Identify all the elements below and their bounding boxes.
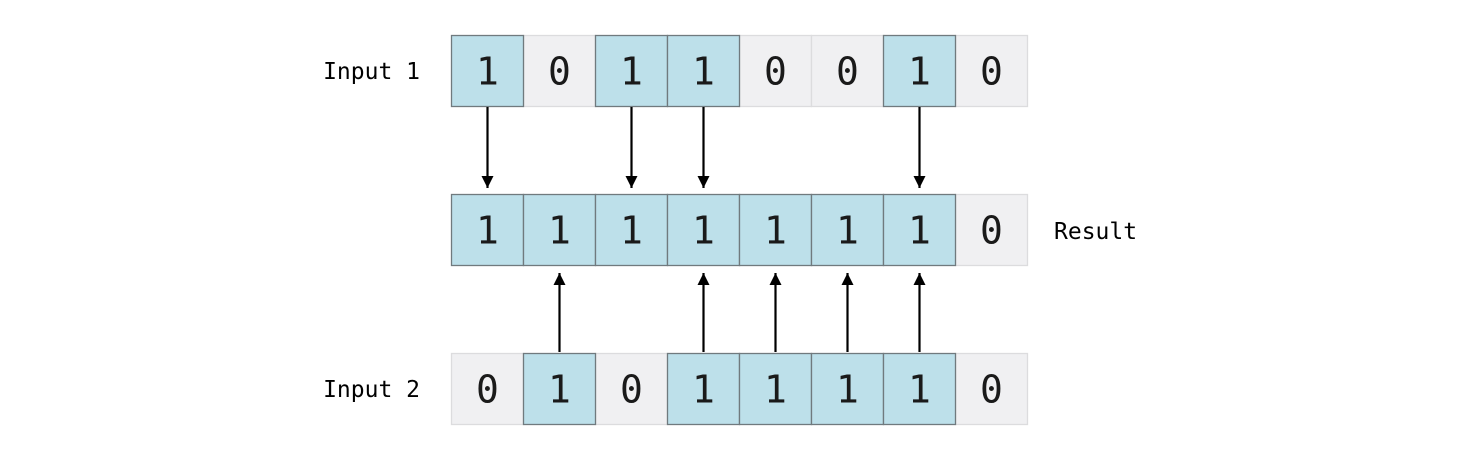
result-bit-box (666, 193, 741, 267)
input-2-bit-value: 0 (476, 368, 499, 412)
input-2-bit-cell: 1 (666, 352, 741, 426)
input-1-bit-box (666, 34, 741, 108)
input-1-bit-value: 0 (764, 50, 787, 94)
input-1-bit-value: 0 (980, 50, 1003, 94)
input-1-bit-box (738, 34, 813, 108)
arrows (481, 107, 926, 352)
result-bit-box (882, 193, 957, 267)
input-1-bit-box (594, 34, 669, 108)
input-2-bit-box (882, 352, 957, 426)
result-bit-cell: 1 (882, 193, 957, 267)
result-label: Result (1054, 219, 1137, 245)
bit-cells: 0 0 0 0 1 1 1 1 0 1 1 1 1 1 1 1 0 0 0 1 1 1 1 1 (450, 34, 1029, 426)
result-bit-cell: 1 (522, 193, 597, 267)
input-1-bit-value: 0 (836, 50, 859, 94)
input-2-bit-box (522, 352, 597, 426)
input-2-bit-box (450, 352, 525, 426)
input-2-bit-cell: 0 (450, 352, 525, 426)
input-2-bit-cell: 1 (522, 352, 597, 426)
input-1-bit-value: 1 (692, 50, 715, 94)
input-1-bit-box (450, 34, 525, 108)
input-2-bit-cell: 1 (738, 352, 813, 426)
result-bit-value: 0 (980, 209, 1003, 253)
result-bit-value: 1 (692, 209, 715, 253)
result-bit-value: 1 (548, 209, 571, 253)
input-2-bit-value: 1 (692, 368, 715, 412)
input-1-bit-cell: 1 (594, 34, 669, 108)
input-1-bit-cell: 0 (522, 34, 597, 108)
input-1-bit-cell: 1 (666, 34, 741, 108)
result-bit-value: 1 (908, 209, 931, 253)
result-bit-cell: 1 (666, 193, 741, 267)
input-1-bit-cell: 1 (882, 34, 957, 108)
result-bit-value: 1 (476, 209, 499, 253)
input-1-bit-value: 1 (908, 50, 931, 94)
input-2-bit-box (738, 352, 813, 426)
input-2-bit-value: 1 (548, 368, 571, 412)
input-1-bit-cell: 0 (738, 34, 813, 108)
input-2-bit-value: 1 (836, 368, 859, 412)
result-bit-cell: 1 (810, 193, 885, 267)
input-2-bit-value: 1 (908, 368, 931, 412)
input-1-bit-box (954, 34, 1029, 108)
input-2-label: Input 2 (323, 377, 420, 403)
input-2-bit-box (666, 352, 741, 426)
result-bit-cell: 1 (738, 193, 813, 267)
result-bit-value: 1 (836, 209, 859, 253)
input-1-bit-value: 1 (620, 50, 643, 94)
input-2-bit-cell: 1 (810, 352, 885, 426)
input-2-bit-value: 0 (980, 368, 1003, 412)
input-1-label: Input 1 (323, 59, 420, 85)
input-2-bit-box (810, 352, 885, 426)
input-1-bit-cell: 0 (954, 34, 1029, 108)
input-1-bit-box (522, 34, 597, 108)
input-2-bit-box (954, 352, 1029, 426)
result-bit-box (738, 193, 813, 267)
input-1-bit-value: 0 (548, 50, 571, 94)
input-1-bit-value: 1 (476, 50, 499, 94)
result-bit-cell: 1 (450, 193, 525, 267)
input-1-bit-box (882, 34, 957, 108)
input-2-bit-value: 0 (620, 368, 643, 412)
input-2-bit-cell: 0 (954, 352, 1029, 426)
result-bit-value: 1 (620, 209, 643, 253)
result-bit-cell: 1 (594, 193, 669, 267)
input-1-bit-cell: 1 (450, 34, 525, 108)
input-2-bit-value: 1 (764, 368, 787, 412)
input-2-bit-cell: 1 (882, 352, 957, 426)
result-bit-value: 1 (764, 209, 787, 253)
input-2-bit-cell: 0 (594, 352, 669, 426)
result-bit-box (594, 193, 669, 267)
result-bit-cell: 0 (954, 193, 1029, 267)
result-bit-box (450, 193, 525, 267)
input-1-bit-box (810, 34, 885, 108)
input-1-bit-cell: 0 (810, 34, 885, 108)
